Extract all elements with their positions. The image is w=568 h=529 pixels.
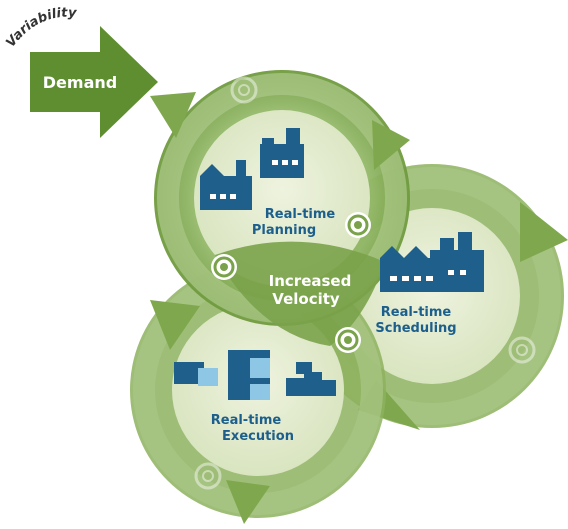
- execution-arrowhead-left: [150, 300, 200, 350]
- variability-label: Variability: [3, 6, 77, 51]
- target-rings-icon: [194, 462, 222, 490]
- scheduling-label-line2: Scheduling: [375, 321, 456, 336]
- factory-icon: [380, 232, 484, 292]
- target-rings-icon: [211, 254, 237, 280]
- scheduling-arrowhead-top: [520, 202, 568, 262]
- execution-label-line2: Execution: [222, 429, 294, 444]
- overlap-region: [215, 241, 385, 346]
- planning-arrowhead-right: [372, 120, 410, 170]
- target-rings-icon: [335, 327, 361, 353]
- demand-label: Demand: [43, 73, 117, 92]
- inventory-boxes-icon: [174, 350, 336, 400]
- target-rings-icon: [345, 212, 371, 238]
- execution-arrowhead-bottom: [226, 480, 270, 524]
- planning-label-line1: Real-time: [265, 207, 336, 222]
- center-label-line2: Velocity: [272, 290, 340, 308]
- target-rings-icon: [508, 336, 536, 364]
- center-label-line1: Increased: [269, 272, 352, 290]
- factory-buildings-icon: [200, 128, 304, 210]
- demand-arrow: Demand: [30, 26, 158, 138]
- planning-label-line2: Planning: [252, 223, 316, 238]
- scheduling-label-line1: Real-time: [381, 305, 452, 320]
- target-rings-icon: [230, 76, 258, 104]
- planning-arrowhead-left: [150, 92, 196, 138]
- execution-label-line1: Real-time: [211, 413, 282, 428]
